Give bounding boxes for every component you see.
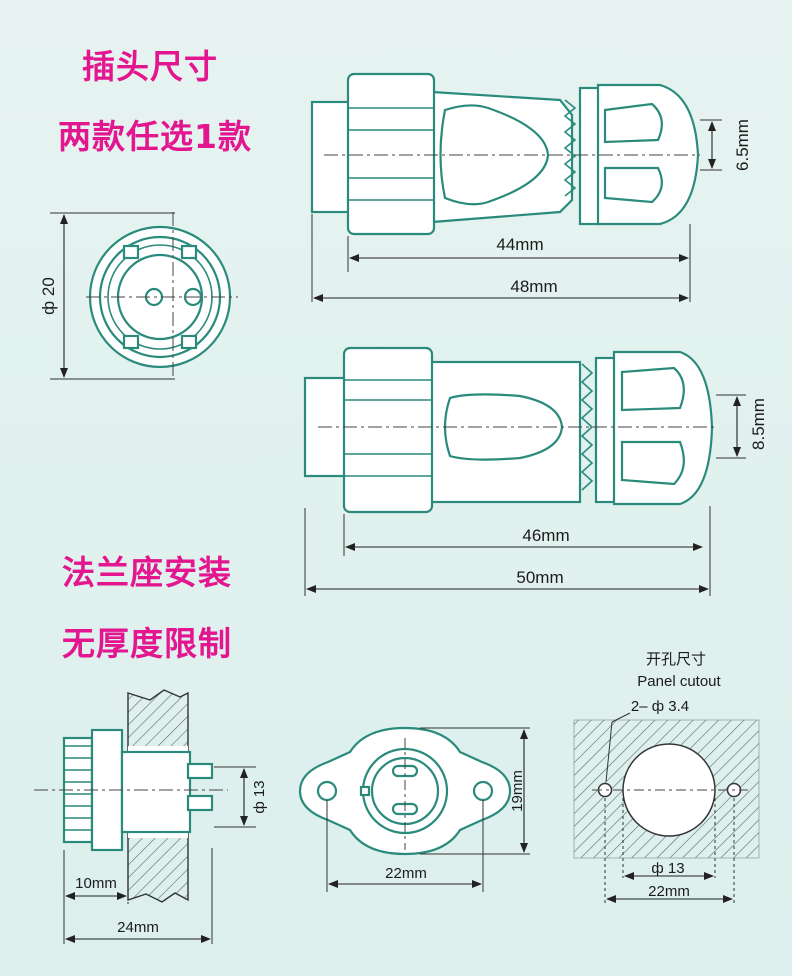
cutout-hole-callout: 2– ф 3.4 xyxy=(631,698,689,715)
dim-label-44mm: 44mm xyxy=(496,235,543,254)
dim-label-10mm: 10mm xyxy=(75,875,117,892)
heading-two-models: 两款任选1款 xyxy=(58,117,252,156)
dim-label-50mm: 50mm xyxy=(516,568,563,587)
dim-label-phi13-side: ф 13 xyxy=(251,780,268,813)
dimension-set-side-1 xyxy=(311,119,722,302)
dimension-set-flange-front xyxy=(326,727,530,892)
heading-no-thickness-limit: 无厚度限制 xyxy=(62,624,232,663)
dim-label-22mm-flange: 22mm xyxy=(385,865,427,882)
dimension-diameter-front xyxy=(50,212,175,380)
dim-label-19mm: 19mm xyxy=(509,770,526,812)
dim-label-46mm: 46mm xyxy=(522,526,569,545)
cutout-dim-22mm: 22mm xyxy=(648,883,690,900)
panel-cutout-view xyxy=(573,712,760,905)
cutout-title: 开孔尺寸 xyxy=(646,651,706,668)
dim-label-8-5mm: 8.5mm xyxy=(749,398,768,450)
dim-label-48mm: 48mm xyxy=(510,277,557,296)
dim-label-phi20: ф 20 xyxy=(39,277,58,315)
flange-socket-side-view xyxy=(34,689,228,903)
flange-socket-front-view xyxy=(298,726,512,856)
dimension-set-flange-side xyxy=(63,766,256,944)
plug-front-view xyxy=(86,212,238,378)
cutout-subtitle: Panel cutout xyxy=(637,673,721,690)
heading-flange-mount: 法兰座安装 xyxy=(62,553,232,592)
plug-side-view-2 xyxy=(303,346,716,514)
dim-label-24mm: 24mm xyxy=(117,919,159,936)
heading-plug-size: 插头尺寸 xyxy=(82,47,218,86)
cutout-dim-phi13: ф 13 xyxy=(651,860,684,877)
dim-label-6-5mm: 6.5mm xyxy=(733,119,752,171)
plug-side-view-1 xyxy=(310,72,700,236)
dimension-set-side-2 xyxy=(304,394,746,596)
